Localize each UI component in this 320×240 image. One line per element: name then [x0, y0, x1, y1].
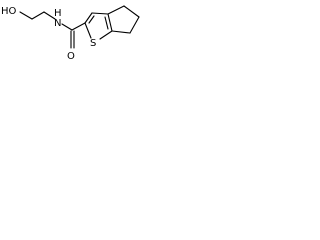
bonds [19, 5, 140, 49]
atom-thiophene-sulfur: S [90, 38, 96, 49]
bond-c2-c3-inner [88, 15, 95, 24]
atom-amide-hydrogen: H [54, 8, 62, 19]
molecule-diagram: HO N H O S [1, 5, 140, 62]
bond-c3a-c6a-inner [104, 16, 109, 30]
bond-c2-s [84, 22, 92, 39]
bond-c3-c2 [84, 12, 93, 24]
atom-amide-nitrogen: N [54, 18, 61, 29]
bond-s-c6a [99, 30, 113, 40]
bond-c1-c2 [31, 11, 45, 20]
atom-hydroxyl: HO [1, 6, 17, 17]
bond-c3a-c4 [107, 5, 125, 15]
bond-o-c1 [19, 11, 33, 20]
bond-c6-c6a [111, 30, 131, 34]
bond-c6a-c3a [107, 13, 113, 32]
bond-n-carbonyl [61, 23, 73, 31]
bond-c4-c5 [123, 5, 140, 18]
bond-c5-c6 [129, 16, 140, 34]
atom-labels: HO N H O S [1, 6, 96, 62]
bond-c3a-c3 [91, 12, 109, 15]
atom-carbonyl-oxygen: O [67, 51, 75, 62]
bond-c2-n [43, 11, 56, 20]
bond-carbonyl-c2 [71, 22, 86, 31]
